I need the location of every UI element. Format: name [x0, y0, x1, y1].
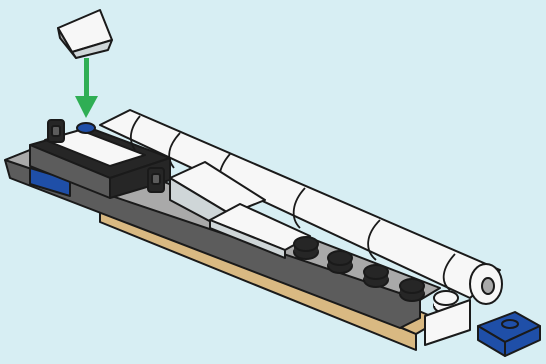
stud [294, 237, 318, 259]
clip-left [48, 120, 64, 142]
stud [400, 279, 424, 301]
stud [364, 265, 388, 287]
blue-stud-target [77, 123, 95, 133]
stud [328, 251, 352, 273]
clip-right [148, 168, 164, 192]
